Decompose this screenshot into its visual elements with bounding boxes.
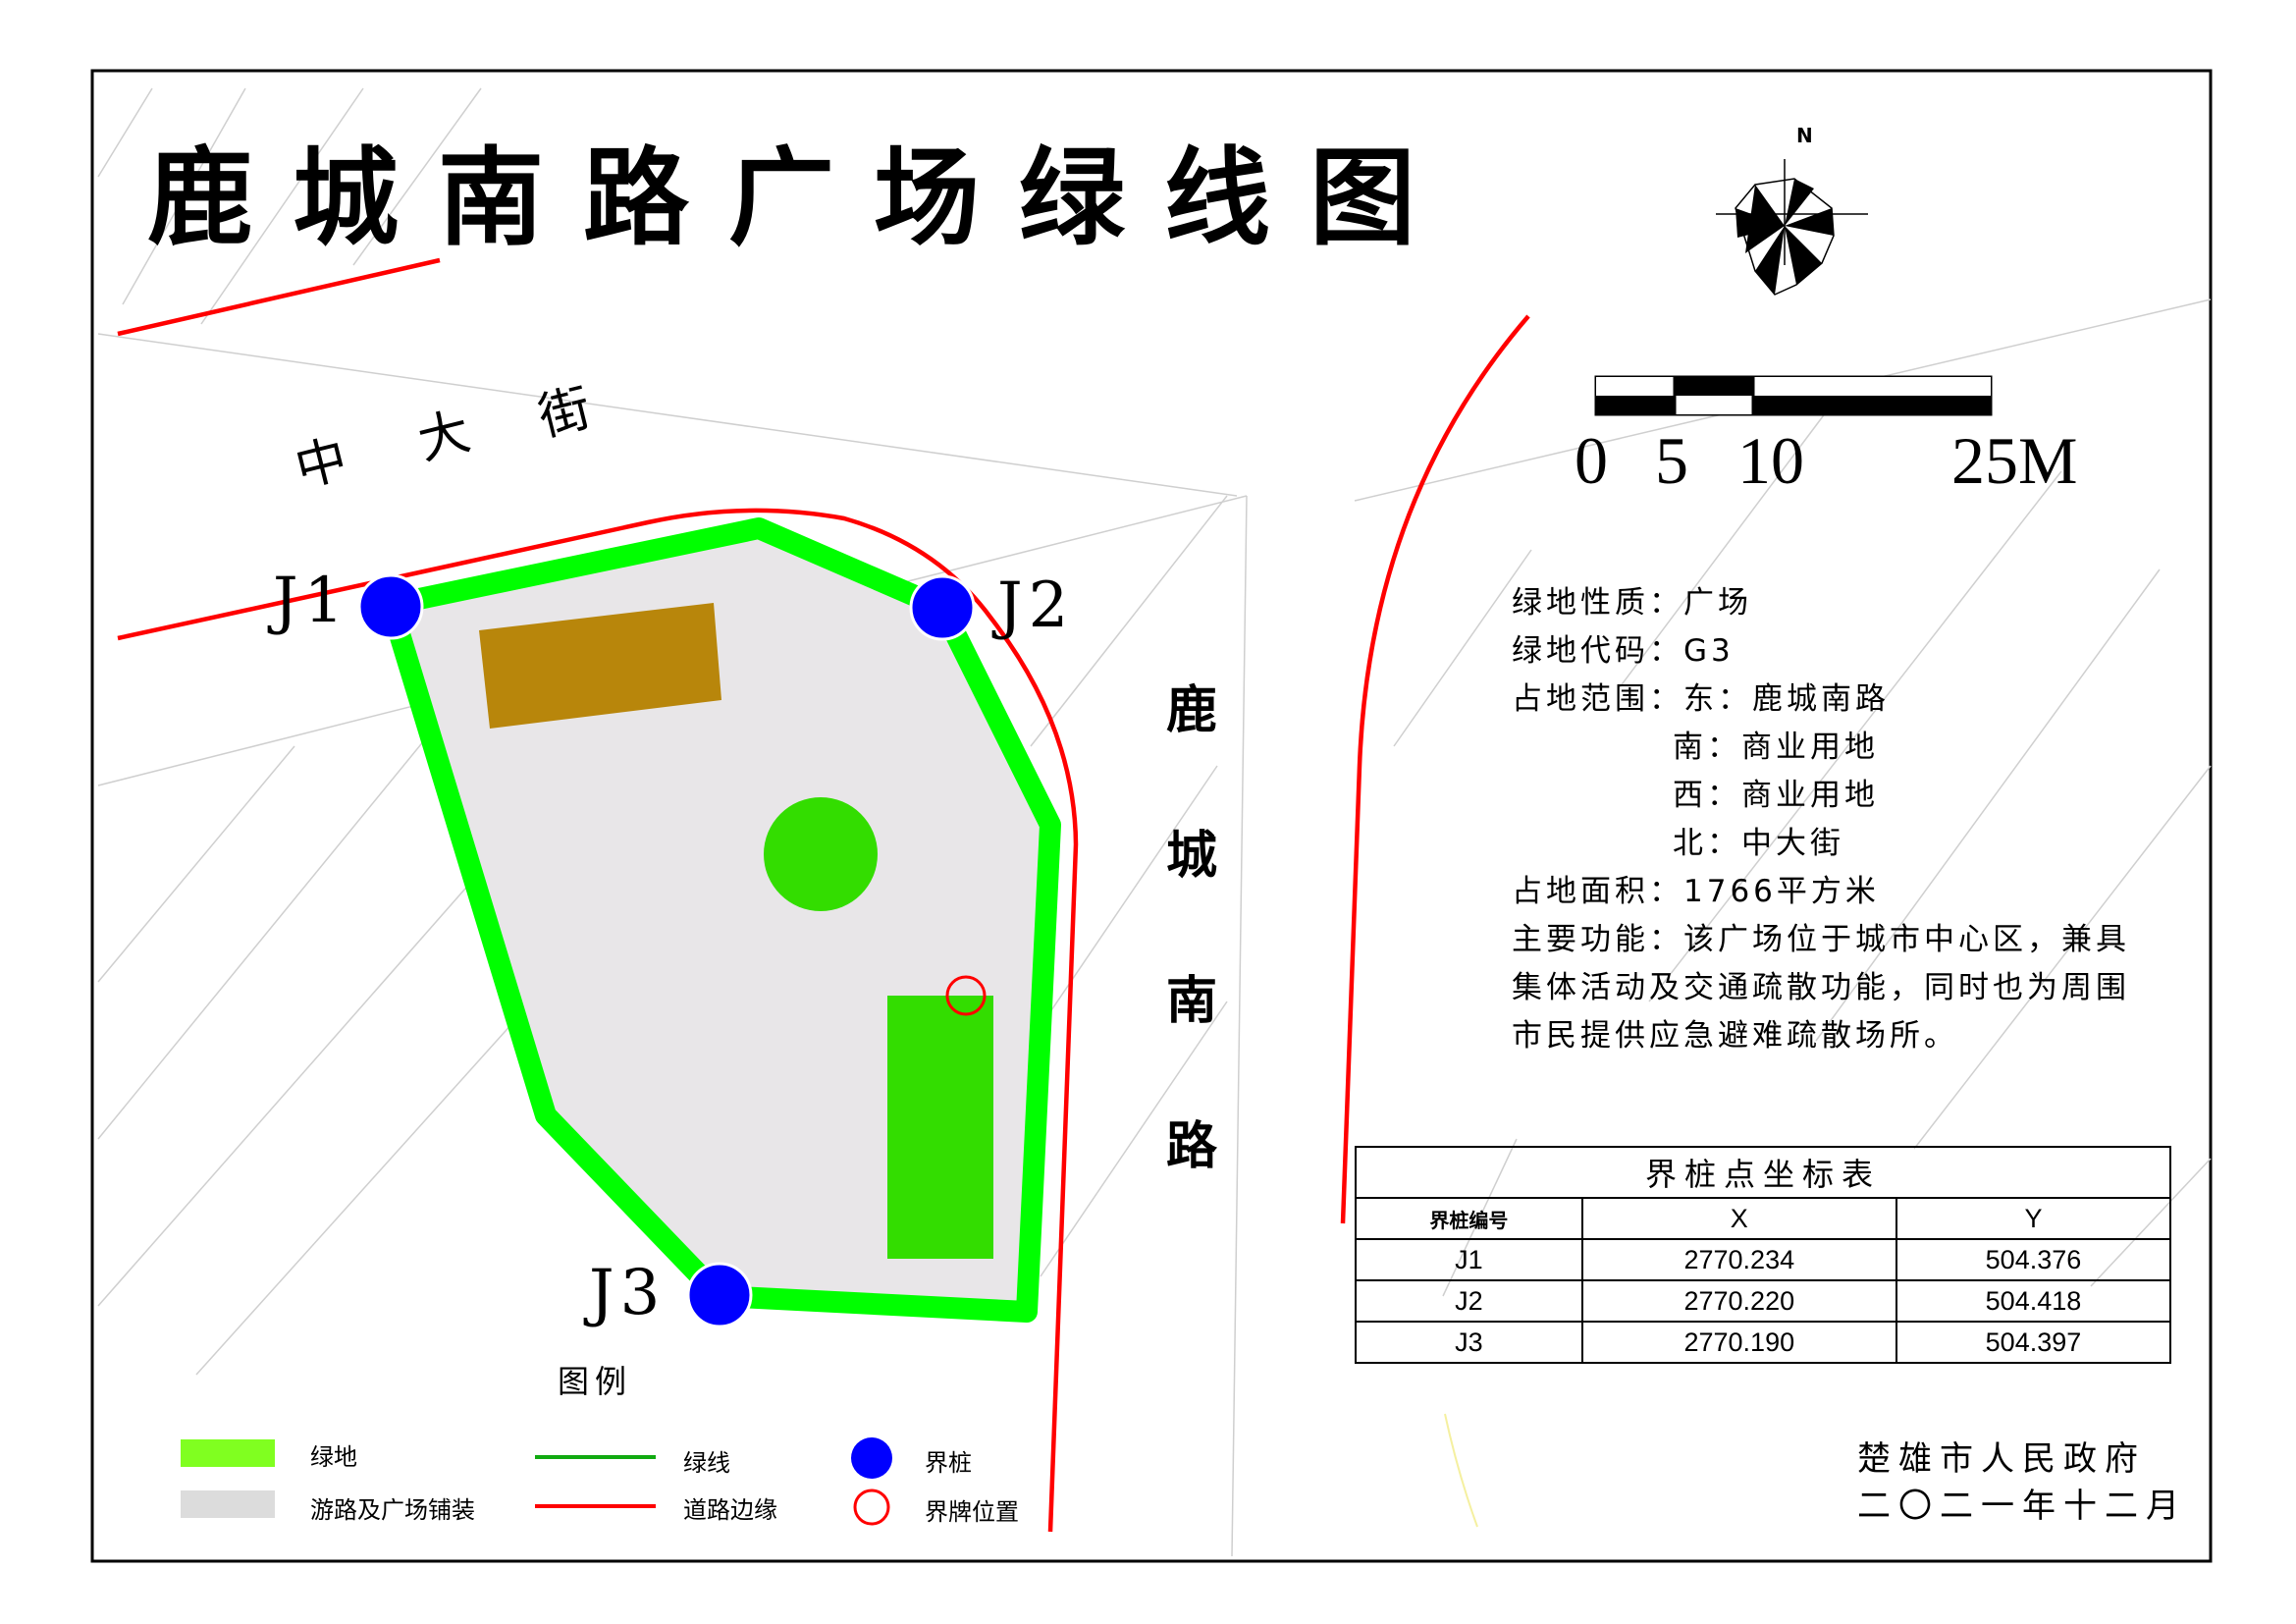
rect-green-area [887,996,993,1259]
marker-j3 [686,1262,753,1328]
table-cell: 504.418 [1895,1279,2172,1323]
issuer-name: 楚雄市人民政府 [1857,1439,2146,1479]
legend-marker-icon [851,1437,892,1479]
green-line-boundary [380,517,1061,1323]
scale-tick-0: 0 [1575,423,1608,498]
marker-label-j2: J2 [997,569,1075,642]
table-cell: 2770.234 [1580,1238,1897,1281]
coordinates-table: 界桩点坐标表 界桩编号 X Y J1 2770.234 504.376 J2 2… [1355,1146,2172,1364]
issuer-block: 楚雄市人民政府 二〇二一年十二月 [1857,1435,2187,1530]
scale-tick-25: 25M [1951,423,2078,498]
table-header-y: Y [1895,1197,2172,1240]
street-label-east-4: 路 [1166,1116,1218,1176]
legend-green-label: 绿地 [310,1443,357,1471]
marker-label-j3: J3 [589,1257,667,1329]
street-label-east-2: 城 [1166,826,1218,886]
table-cell: 2770.220 [1580,1279,1897,1323]
info-function-3: 市民提供应急避难疏散场所。 [1512,1018,1958,1054]
info-area: 占地面积：1766平方米 [1512,874,1880,909]
round-green-area [764,797,878,911]
table-row: J3 2770.190 504.397 [1355,1321,2172,1364]
legend-sign-icon [853,1489,890,1526]
info-function-1: 主要功能：该广场位于城市中心区，兼具 [1512,922,2130,957]
issue-date: 二〇二一年十二月 [1857,1487,2187,1526]
sign-location-marker [945,975,987,1016]
marker-j2 [909,574,976,641]
scale-tick-10: 10 [1737,423,1804,498]
faint-arc [1444,1413,1478,1528]
compass-rose-icon [1716,159,1868,296]
marker-label-j1: J1 [273,565,350,637]
table-row: J2 2770.220 504.418 [1355,1279,2172,1323]
legend-road-label: 道路边缘 [683,1496,777,1524]
table-cell: J2 [1355,1279,1583,1323]
green-space-info: 绿地性质：广场 绿地代码：G3 占地范围：东：鹿城南路 南：商业用地 西：商业用… [1512,579,2140,1060]
page-title: 鹿城南路广场绿线图 [147,136,1456,260]
table-row: J1 2770.234 504.376 [1355,1238,2172,1281]
info-function-2: 集体活动及交通疏散功能，同时也为周围 [1512,970,2130,1005]
street-label-east: 鹿 城 南 路 [1166,680,1225,1269]
building-block [479,603,721,729]
marker-j1 [357,573,424,640]
legend-title: 图例 [558,1363,633,1400]
info-range-east: 占地范围：东：鹿城南路 [1512,681,1890,717]
info-range-north: 北：中大街 [1673,826,1844,861]
scale-tick-5: 5 [1655,423,1688,498]
street-label-east-3: 南 [1166,971,1218,1031]
table-cell: J1 [1355,1238,1583,1281]
table-header-x: X [1580,1197,1897,1240]
map-frame [90,69,2213,1563]
table-caption: 界桩点坐标表 [1355,1146,2171,1199]
legend-marker-label: 界桩 [925,1449,972,1477]
table-cell: J3 [1355,1321,1583,1364]
legend-green-swatch [181,1439,275,1467]
table-cell: 504.376 [1895,1238,2172,1281]
info-range-west: 西：商业用地 [1673,778,1879,813]
legend-paving-swatch [181,1490,275,1518]
road-edge-lines [117,257,1530,1533]
table-header-id: 界桩编号 [1355,1197,1583,1240]
legend-green-line-label: 绿线 [683,1449,730,1477]
info-nature: 绿地性质：广场 [1512,585,1752,621]
info-code: 绿地代码：G3 [1512,633,1735,669]
table-cell: 2770.190 [1580,1321,1897,1364]
table-cell: 504.397 [1895,1321,2172,1364]
scale-bar [1594,375,1993,416]
legend-sign-label: 界牌位置 [925,1498,1019,1526]
legend-paving-label: 游路及广场铺装 [310,1496,475,1524]
street-label-east-1: 鹿 [1166,680,1218,740]
info-range-south: 南：商业用地 [1673,730,1879,765]
north-label: N [1796,124,1813,147]
